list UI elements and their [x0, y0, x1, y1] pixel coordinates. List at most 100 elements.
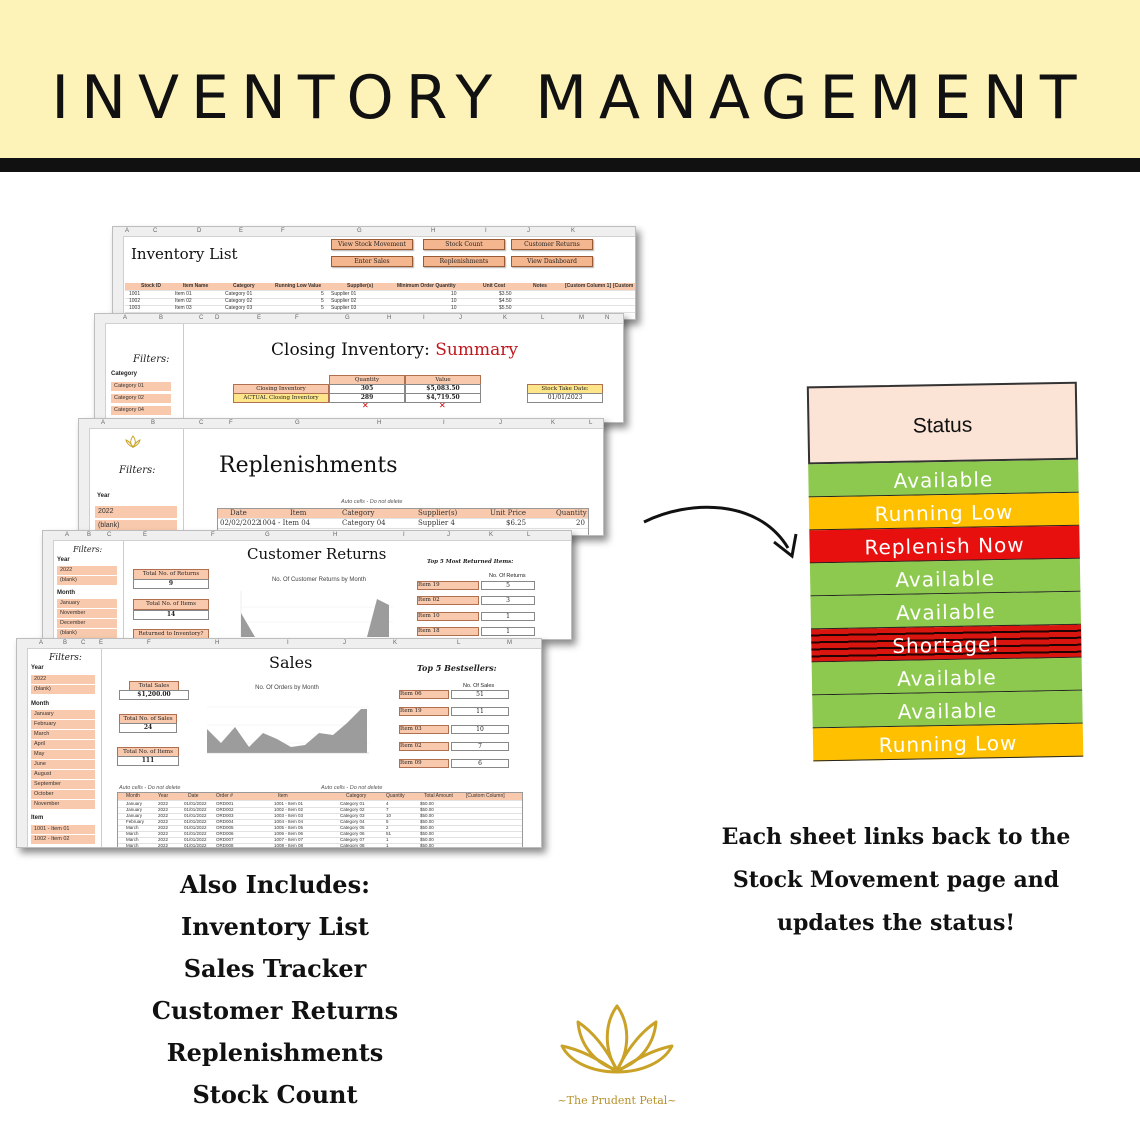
year-filter-item[interactable]: (blank): [31, 685, 95, 694]
table-cell: 10: [386, 813, 392, 818]
table-cell: $50.00: [420, 807, 434, 812]
status-header: Status: [806, 381, 1079, 465]
sheet-title: Closing Inventory: Summary: [271, 340, 518, 360]
item-filter-item[interactable]: 1001 - Item 01: [31, 825, 95, 834]
month-filter-item[interactable]: September: [31, 780, 95, 789]
includes-item: Replenishments: [166, 1038, 384, 1067]
year-filter-label: Year: [57, 557, 70, 563]
year-filter-label: Year: [31, 665, 44, 671]
month-filter-item[interactable]: June: [31, 760, 95, 769]
table-cell: 1001: [129, 291, 141, 297]
year-filter-item[interactable]: (blank): [57, 576, 117, 585]
bestseller-item: Item 03: [399, 725, 449, 734]
table-cell: Category 02: [340, 807, 365, 812]
year-filter-item[interactable]: 2022: [57, 566, 117, 575]
customer-returns-button[interactable]: Customer Returns: [511, 239, 593, 250]
lotus-logo-icon: [560, 1004, 674, 1074]
table-cell: 2022: [158, 819, 169, 824]
table-cell: Item 03: [175, 305, 192, 311]
links-caption-line: Each sheet links back to the: [721, 824, 1071, 850]
table-cell: 5: [321, 291, 324, 297]
enter-sales-button[interactable]: Enter Sales: [331, 256, 413, 267]
total-orders-value: 24: [119, 723, 177, 733]
table-cell: ORD006: [216, 831, 234, 836]
item-filter-label: Item: [31, 815, 44, 821]
stock-count-button[interactable]: Stock Count: [423, 239, 505, 250]
filters-label: Filters:: [49, 653, 82, 663]
status-row-available: Available: [812, 690, 1083, 729]
top5-returns-header: No. Of Returns: [489, 573, 526, 579]
column-header: Item Name: [183, 283, 209, 289]
month-filter-item[interactable]: (blank): [57, 629, 117, 638]
sheet-title-accent: Summary: [435, 340, 518, 360]
month-filter-item[interactable]: April: [31, 740, 95, 749]
column-header: Item: [290, 509, 307, 517]
view-dashboard-button[interactable]: View Dashboard: [511, 256, 593, 267]
replenishments-table: Date Item Category Supplier(s) Unit Pric…: [217, 508, 589, 535]
sheet-title: Sales: [269, 653, 313, 672]
table-cell: $3.50: [499, 291, 512, 297]
column-divider: [183, 324, 184, 422]
table-cell: Category 01: [225, 291, 253, 297]
top-returned-item: Item 10: [417, 612, 479, 621]
returns-by-month-chart: [240, 591, 393, 637]
column-header: Unit Price: [490, 509, 527, 517]
top-returned-item: Item 19: [417, 581, 479, 590]
bestseller-count: 10: [451, 725, 509, 734]
table-cell: 1002 - Item 02: [274, 807, 304, 812]
month-filter-item[interactable]: November: [57, 609, 117, 618]
month-filter-item[interactable]: May: [31, 750, 95, 759]
month-filter-item[interactable]: December: [57, 619, 117, 628]
month-filter-item[interactable]: February: [31, 720, 95, 729]
table-cell: 2022: [158, 837, 169, 842]
table-cell: $4.50: [499, 298, 512, 304]
column-header: Stock ID: [141, 283, 162, 289]
top-returned-item: Item 02: [417, 596, 479, 605]
top-returned-count: 1: [481, 627, 535, 636]
replenishments-button[interactable]: Replenishments: [423, 256, 505, 267]
table-cell: ORD007: [216, 837, 234, 842]
month-filter-item[interactable]: March: [31, 730, 95, 739]
item-filter-item[interactable]: 1002 - Item 02: [31, 835, 95, 844]
row-header-bar: [43, 540, 54, 639]
year-filter-item[interactable]: 2022: [95, 506, 177, 518]
view-stock-movement-button[interactable]: View Stock Movement: [331, 239, 413, 250]
year-filter-item[interactable]: (blank): [95, 520, 177, 532]
month-filter-item[interactable]: January: [31, 710, 95, 719]
table-cell: 5: [386, 819, 389, 824]
returns-chart-title: No. Of Customer Returns by Month: [271, 577, 367, 583]
orders-by-month-chart: [207, 706, 369, 754]
sales-table: Month Year Date Order # Item Category Qu…: [117, 792, 523, 847]
table-cell: 7: [386, 807, 389, 812]
table-cell: 01/01/2022: [184, 825, 207, 830]
actual-closing-value: $4,719.50: [405, 393, 481, 403]
includes-item: Sales Tracker: [183, 954, 367, 983]
table-cell: Category 03: [225, 305, 253, 311]
table-cell: $6.25: [506, 519, 527, 527]
year-filter-item[interactable]: 2022: [31, 675, 95, 684]
month-filter-item[interactable]: October: [31, 790, 95, 799]
column-header: Notes: [533, 283, 547, 289]
table-row: 1003 Item 03 Category 03 5 Supplier 03 1…: [125, 305, 635, 313]
table-cell: 1007 - Item 07: [274, 837, 304, 842]
status-label: Available: [895, 566, 996, 592]
table-cell: 10: [451, 298, 457, 304]
stock-take-date-value: 01/01/2023: [527, 393, 603, 403]
table-cell: 1006 - Item 06: [274, 831, 304, 836]
category-filter-item[interactable]: Category 02: [111, 394, 171, 403]
category-filter-item[interactable]: Category 04: [111, 406, 171, 415]
month-filter-item[interactable]: August: [31, 770, 95, 779]
bestseller-item: Item 09: [399, 759, 449, 768]
table-cell: 2022: [158, 831, 169, 836]
category-filter-item[interactable]: Category 01: [111, 382, 171, 391]
month-filter-item[interactable]: January: [57, 599, 117, 608]
column-header: [Custom Column]: [466, 793, 505, 799]
row-header-bar: [95, 323, 106, 422]
includes-item: Stock Count: [192, 1080, 358, 1109]
month-filter-item[interactable]: November: [31, 800, 95, 809]
status-label: Shortage!: [892, 632, 1001, 658]
column-header: Supplier(s): [347, 283, 374, 289]
